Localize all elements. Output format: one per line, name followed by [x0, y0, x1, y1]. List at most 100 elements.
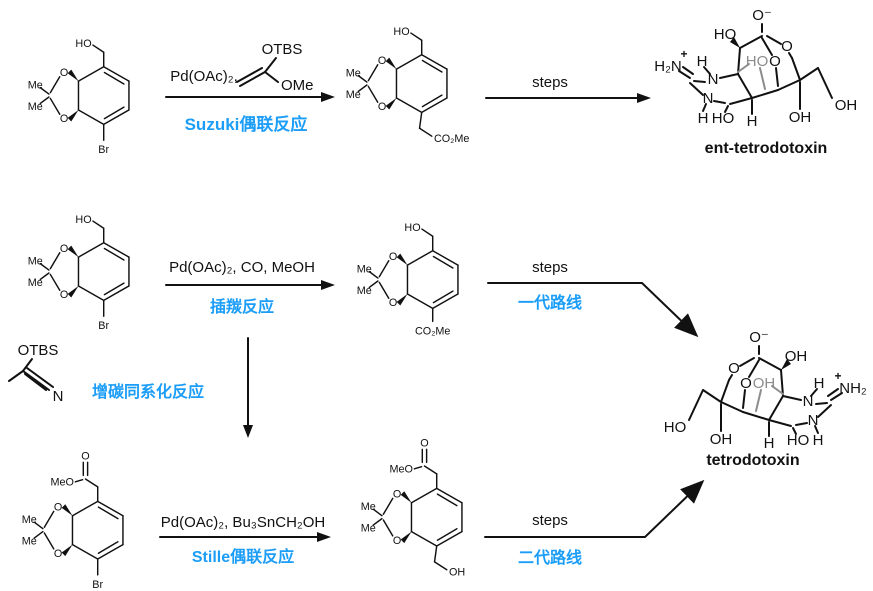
row1-conditions: Pd(OAc)₂,	[170, 68, 238, 85]
atom-HO-inner: HO	[746, 53, 769, 70]
atom-O-bridge: O	[781, 38, 793, 55]
atom-OTBS: OTBS	[262, 41, 303, 58]
atom-H: H	[698, 110, 709, 127]
atom-O: O	[393, 535, 401, 547]
atom-H: H	[813, 432, 824, 449]
row2-route-label: 一代路线	[517, 295, 582, 312]
atom-H: H	[814, 375, 825, 392]
atom-O: O	[60, 243, 68, 255]
atom-HO: HO	[787, 432, 810, 449]
atom-Me: Me	[361, 523, 376, 535]
atom-O: O	[389, 251, 397, 263]
atom-HO: HO	[393, 26, 409, 38]
atom-OH: OH	[710, 431, 733, 448]
charge-plus: +	[834, 369, 841, 383]
structure-acetonide-bromide-1: HO O O Me Me Br	[28, 38, 130, 156]
atom-HO: HO	[664, 419, 687, 436]
atom-HO: HO	[404, 222, 420, 234]
atom-OH: OH	[789, 109, 812, 126]
product-name-tetrodotoxin: tetrodotoxin	[706, 452, 800, 469]
atom-Me: Me	[357, 285, 372, 297]
structure-ester-bromide: O MeO O O Me Me Br	[22, 451, 124, 591]
atom-HO: HO	[75, 38, 91, 50]
structure-acetonide-ester-2: HO O O Me Me CO₂Me	[357, 222, 459, 337]
atom-O: O	[378, 101, 386, 113]
atom-HO: HO	[712, 110, 735, 127]
atom-Me: Me	[22, 514, 37, 526]
row1-steps-label: steps	[532, 74, 568, 91]
atom-O: O	[54, 548, 62, 560]
atom-O-bridge: O	[728, 360, 740, 377]
atom-OH: OH	[449, 567, 465, 579]
atom-O: O	[420, 438, 428, 450]
atom-H: H	[764, 435, 775, 452]
structure-ent-tetrodotoxin: O⁻ HO HO O O H₂N + H N N H HO H OH OH	[654, 7, 858, 130]
atom-O-inner: O	[740, 375, 752, 392]
atom-O: O	[378, 55, 386, 67]
arrow-row3	[159, 532, 331, 542]
row3-conditions: Pd(OAc)₂, Bu₃SnCH₂OH	[160, 514, 326, 531]
structure-acetonide-ester-1: HO O O Me Me CO₂Me	[346, 26, 470, 145]
atom-Me: Me	[357, 263, 372, 275]
atom-N: N	[708, 71, 719, 88]
atom-NH2: NH₂	[839, 380, 867, 397]
atom-O: O	[389, 297, 397, 309]
structure-acetonide-bromide-2: HO O O Me Me Br	[28, 214, 130, 332]
product-name-ent-tetrodotoxin: ent-tetrodotoxin	[704, 140, 828, 157]
atom-O: O	[60, 289, 68, 301]
atom-O: O	[60, 113, 68, 125]
atom-Me: Me	[28, 101, 43, 113]
structure-ester-alcohol: O MeO O O Me Me OH	[361, 438, 465, 579]
arrow-homologation	[243, 337, 253, 438]
atom-O: O	[54, 502, 62, 514]
atom-Br: Br	[98, 320, 109, 332]
atom-O: O	[393, 489, 401, 501]
atom-CO2Me: CO₂Me	[434, 133, 469, 145]
structure-tetrodotoxin: O⁻ OH OH O O NH₂ + H N N H HO H OH HO	[664, 329, 867, 452]
atom-Me: Me	[361, 501, 376, 513]
atom-MeO: MeO	[51, 476, 74, 488]
charge-plus: +	[680, 47, 687, 61]
atom-H2N: H₂N	[654, 58, 682, 75]
arrow-row3-steps	[484, 479, 705, 538]
arrow-row1	[165, 92, 335, 102]
atom-Me: Me	[28, 79, 43, 91]
atom-HO: HO	[714, 26, 737, 43]
row2-homologation-label: 增碳同系化反应	[91, 384, 204, 401]
atom-Br: Br	[92, 579, 103, 591]
atom-CO2Me: CO₂Me	[415, 325, 450, 337]
reagent-ketene-silyl-acetal: OTBS OMe	[236, 41, 314, 94]
atom-Me: Me	[28, 277, 43, 289]
atom-O: O	[60, 67, 68, 79]
atom-N: N	[53, 388, 64, 405]
reagent-tbs-cyanohydrin: OTBS N	[8, 342, 64, 405]
atom-Br: Br	[98, 144, 109, 156]
atom-N: N	[808, 412, 819, 429]
atom-O: O	[81, 451, 89, 463]
row2-steps-label: steps	[532, 259, 568, 276]
atom-OH: OH	[785, 348, 808, 365]
atom-OH: OH	[835, 97, 858, 114]
row3-route-label: 二代路线	[517, 550, 582, 567]
arrow-row2	[165, 280, 335, 290]
atom-HO: HO	[75, 214, 91, 226]
atom-Me: Me	[22, 536, 37, 548]
arrow-row2-steps	[487, 282, 699, 338]
atom-Me: Me	[346, 67, 361, 79]
atom-OMe: OMe	[281, 77, 314, 94]
atom-H: H	[747, 113, 758, 130]
row2-conditions: Pd(OAc)₂, CO, MeOH	[169, 259, 315, 276]
atom-MeO: MeO	[390, 463, 413, 475]
atom-N: N	[803, 393, 814, 410]
atom-OTBS: OTBS	[18, 342, 59, 359]
atom-Me: Me	[28, 255, 43, 267]
atom-OH-inner: OH	[753, 375, 776, 392]
atom-H: H	[697, 53, 708, 70]
atom-N: N	[703, 90, 714, 107]
row1-reaction-label: Suzuki偶联反应	[184, 115, 308, 134]
atom-Me: Me	[346, 89, 361, 101]
atom-O-minus: O⁻	[749, 329, 769, 346]
row3-steps-label: steps	[532, 512, 568, 529]
atom-O-inner: O	[769, 53, 781, 70]
